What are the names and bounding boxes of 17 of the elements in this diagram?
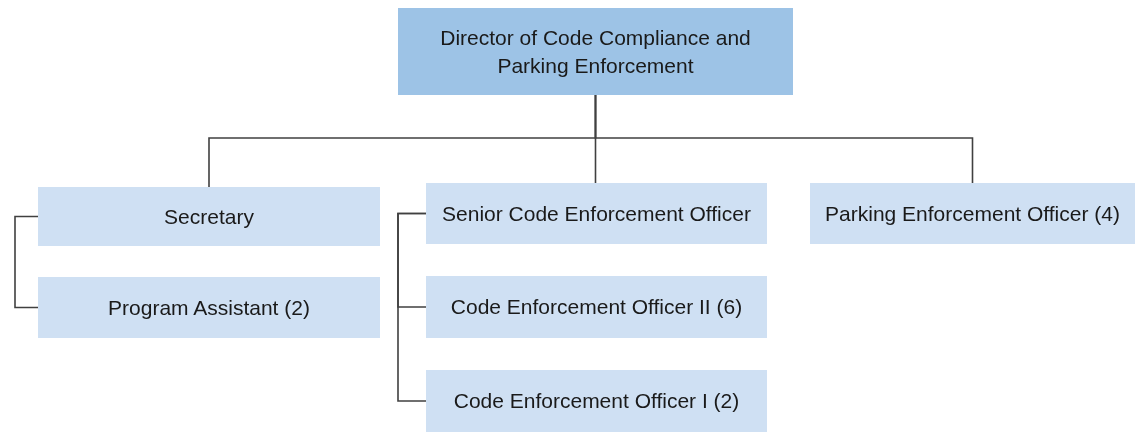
position-title: Code Enforcement Officer II (6) bbox=[450, 294, 743, 321]
position-box bbox=[38, 187, 380, 246]
position-title: Program Assistant (2) bbox=[108, 294, 310, 321]
position-box bbox=[810, 183, 1135, 244]
position-title: Director of Code Compliance and Parking Enforcement bbox=[439, 25, 752, 79]
position-title: Senior Code Enforcement Officer bbox=[442, 200, 751, 227]
connector-line bbox=[397, 212, 427, 402]
position-box bbox=[426, 183, 767, 244]
position-title: Parking Enforcement Officer (4) bbox=[825, 200, 1120, 227]
position-box bbox=[38, 277, 380, 338]
director-box bbox=[398, 8, 793, 95]
connector-line bbox=[14, 215, 39, 309]
connector-line bbox=[594, 94, 974, 184]
position-title: Code Enforcement Officer I (2) bbox=[453, 388, 740, 415]
position-box bbox=[426, 276, 767, 338]
position-title: Secretary bbox=[164, 203, 254, 230]
position-box bbox=[426, 370, 767, 432]
